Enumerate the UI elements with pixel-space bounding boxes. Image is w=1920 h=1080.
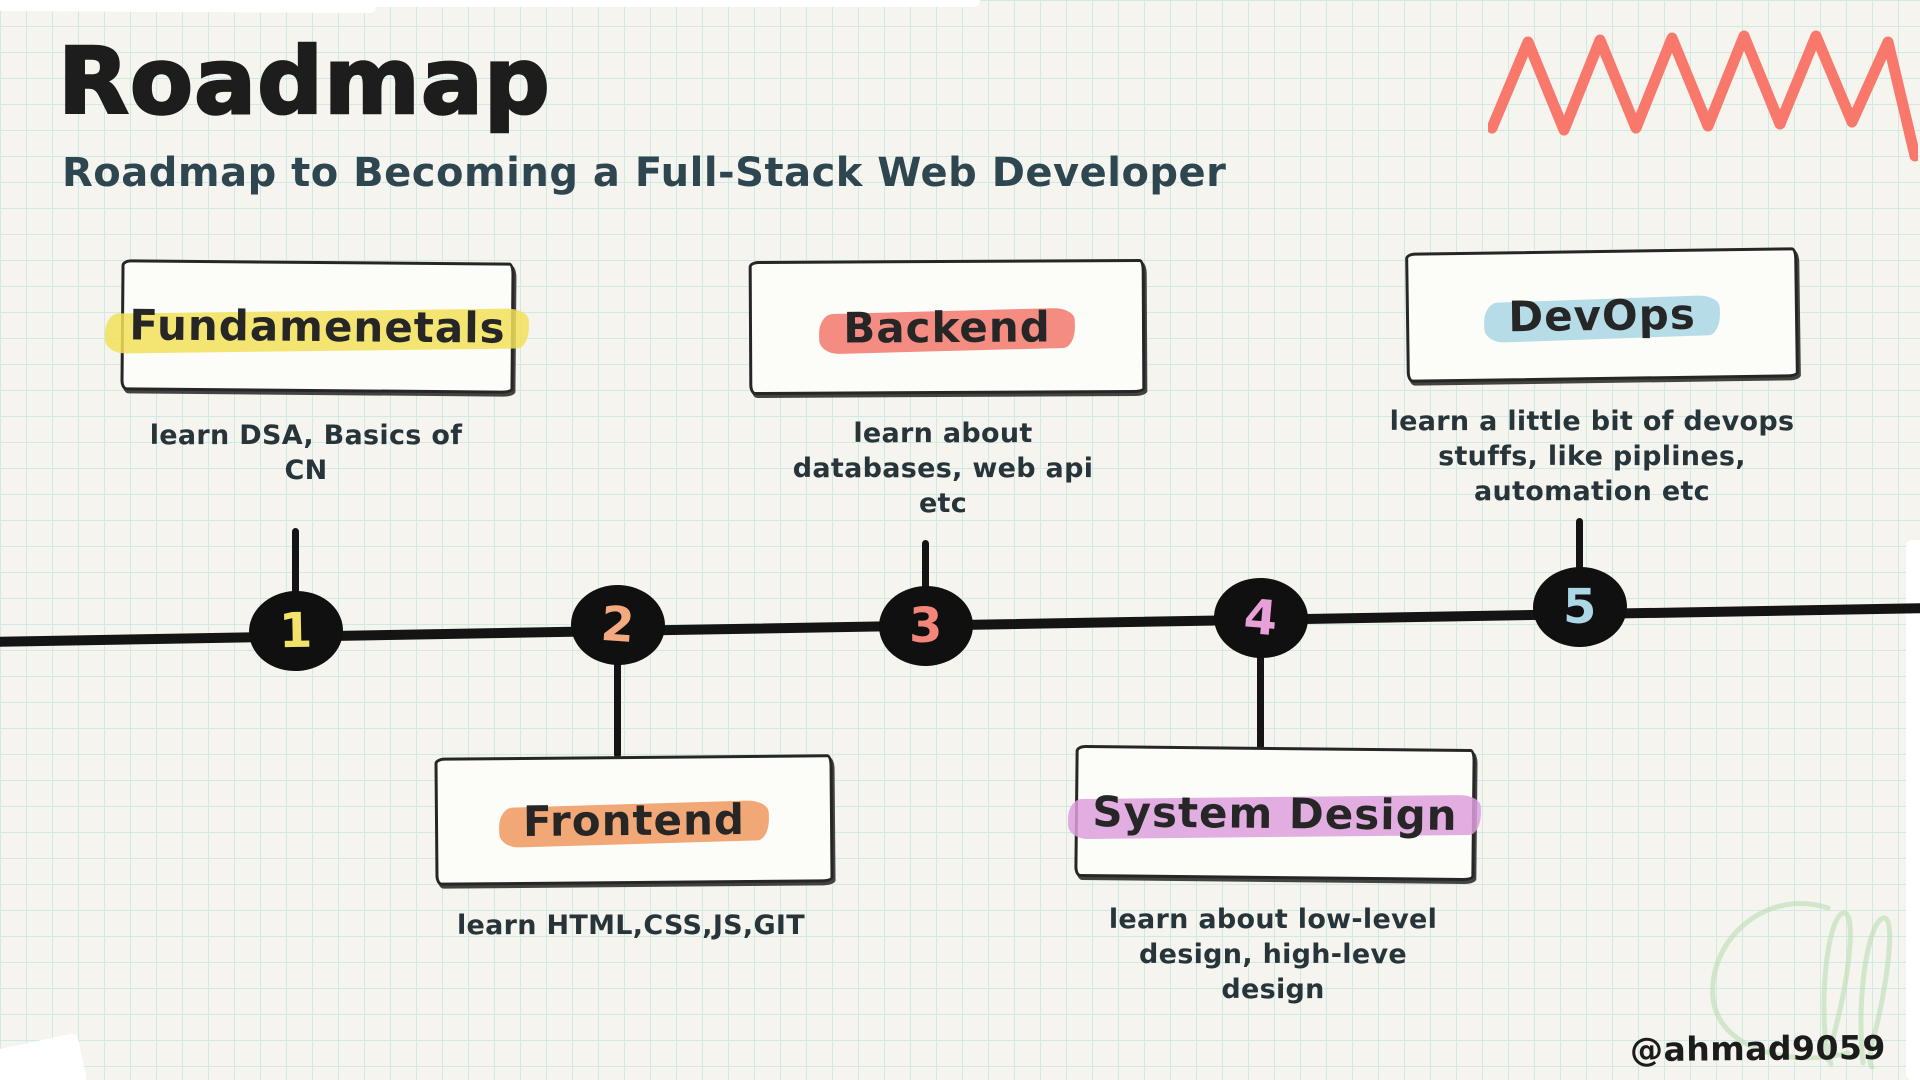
zigzag-line	[1488, 30, 1918, 162]
milestone-description: learn HTML,CSS,JS,GIT	[457, 910, 805, 941]
milestone-label-wrap: Frontend	[498, 790, 770, 849]
watermark-handle: @ahmad9059	[1629, 1027, 1887, 1070]
zigzag-decoration	[1488, 30, 1918, 162]
paper-texture-patch	[0, 1032, 88, 1080]
milestone-label-wrap: Fundamenetals	[105, 296, 530, 356]
milestone-description: learn about low-level design, high-leve …	[1108, 904, 1438, 1006]
milestone-box: DevOps	[1405, 247, 1799, 383]
signature-stroke	[1821, 910, 1853, 1067]
timeline-node: 4	[1211, 575, 1311, 661]
node-number: 4	[1241, 588, 1281, 648]
milestone-box: Backend	[748, 258, 1146, 396]
milestone-label: Fundamenetals	[129, 300, 506, 353]
connector-stem	[292, 528, 299, 598]
page-subtitle: Roadmap to Becoming a Full-Stack Web Dev…	[62, 150, 1227, 196]
timeline-node: 2	[569, 583, 667, 667]
milestone-label: DevOps	[1507, 289, 1697, 341]
milestone-label-wrap: Backend	[818, 298, 1076, 356]
node-number: 3	[909, 598, 943, 654]
milestone-box: System Design	[1068, 744, 1482, 882]
page-title: Roadmap	[57, 27, 551, 137]
milestone-label: System Design	[1092, 786, 1458, 840]
connector-stem	[922, 540, 929, 595]
connector-stem	[1576, 518, 1583, 570]
node-number: 1	[278, 602, 314, 660]
milestone-label-wrap: DevOps	[1483, 285, 1721, 345]
connector-stem	[1257, 650, 1264, 750]
connector-stem	[614, 656, 621, 758]
milestone-label: Backend	[843, 301, 1051, 353]
milestone-label: Frontend	[522, 794, 746, 846]
signature-stroke	[1710, 901, 1851, 1061]
timeline-node: 1	[246, 588, 346, 674]
timeline-node: 3	[877, 584, 975, 668]
node-number: 2	[599, 595, 637, 655]
timeline-node: 5	[1531, 565, 1629, 649]
paper-texture-patch	[370, 0, 980, 7]
signature-stroke	[1858, 915, 1893, 1070]
signature-scribble	[1710, 901, 1893, 1070]
paper-texture-patch	[1906, 540, 1920, 1080]
milestone-box: Fundamenetals	[105, 259, 530, 394]
milestone-label-wrap: System Design	[1068, 782, 1482, 843]
node-number: 5	[1563, 579, 1597, 635]
milestone-description: learn a little bit of devops stuffs, lik…	[1389, 406, 1795, 508]
milestone-box: Frontend	[434, 754, 834, 886]
milestone-description: learn about databases, web api etc	[792, 418, 1094, 520]
milestone-description: learn DSA, Basics of CN	[149, 420, 463, 487]
paper-texture-patch	[0, 0, 377, 13]
